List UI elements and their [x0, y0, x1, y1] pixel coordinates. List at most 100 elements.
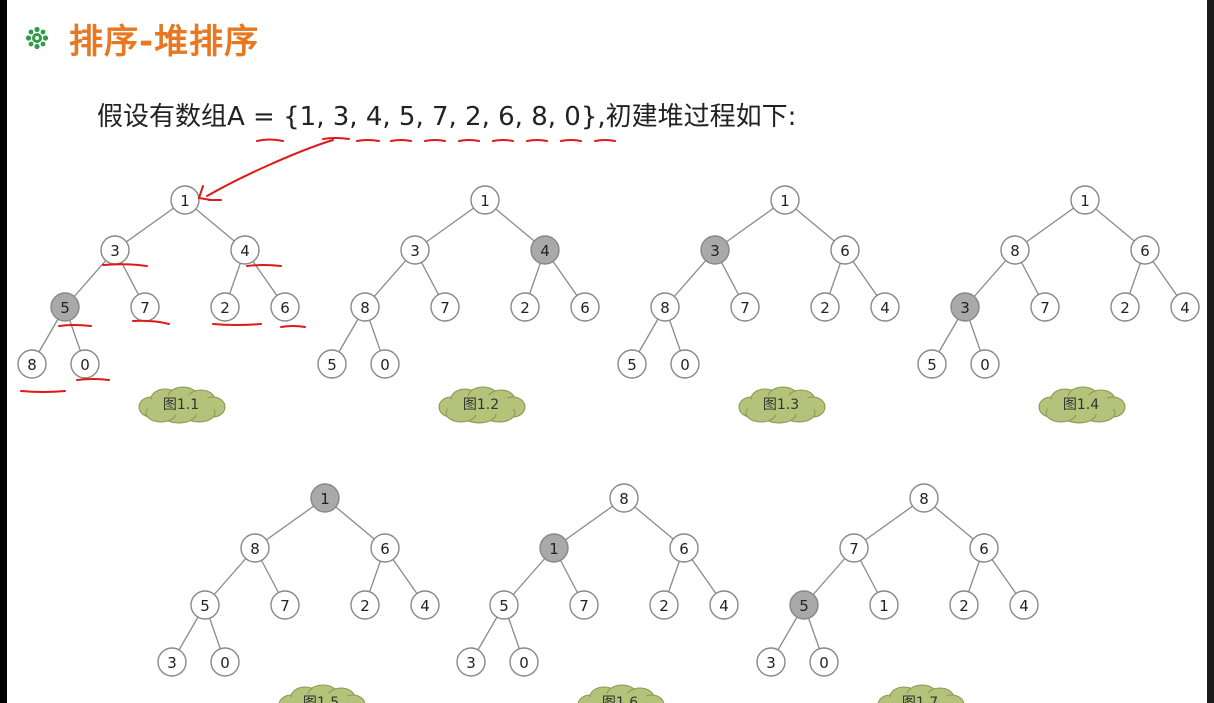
- node-value: 8: [619, 490, 629, 508]
- node-value: 7: [849, 540, 859, 558]
- heap-node: [400, 235, 430, 265]
- heap-node: [270, 292, 300, 322]
- array-element: 1: [299, 102, 317, 132]
- heap-node: [669, 533, 699, 563]
- annotation-stroke: [206, 139, 334, 197]
- caption-cloud: 图1.1: [138, 386, 226, 424]
- node-value: 1: [1080, 192, 1090, 210]
- caption-cloud: 图1.6: [577, 684, 665, 703]
- heap-node: [1000, 235, 1030, 265]
- figure-caption: 图1.4: [1063, 397, 1099, 413]
- node-value: 7: [140, 299, 150, 317]
- node-value: 0: [819, 654, 829, 672]
- description-suffix: },初建堆过程如下:: [580, 102, 797, 132]
- node-value: 3: [766, 654, 776, 672]
- node-value: 6: [380, 540, 390, 558]
- node-value: 1: [780, 192, 790, 210]
- heap-node: [157, 647, 187, 677]
- node-value: 3: [960, 299, 970, 317]
- heap-node: [570, 292, 600, 322]
- caption-cloud: 图1.3: [738, 386, 826, 424]
- heap-node-highlighted: [310, 483, 340, 513]
- node-value: 8: [660, 299, 670, 317]
- figure-caption: 图1.3: [763, 397, 799, 413]
- heap-node: [210, 292, 240, 322]
- node-value: 1: [320, 490, 330, 508]
- node-value: 7: [280, 597, 290, 615]
- heap-node: [430, 292, 460, 322]
- node-value: 2: [520, 299, 530, 317]
- node-value: 2: [1120, 299, 1130, 317]
- heap-node: [617, 349, 647, 379]
- heap-node: [730, 292, 760, 322]
- node-value: 8: [1010, 242, 1020, 260]
- heap-node: [756, 647, 786, 677]
- heap-node: [1130, 235, 1160, 265]
- heap-node: [670, 349, 700, 379]
- node-value: 3: [167, 654, 177, 672]
- array-element: 4: [365, 102, 383, 132]
- caption-cloud: 图1.5: [278, 684, 366, 703]
- heap-node: [17, 349, 47, 379]
- heap-node: [649, 590, 679, 620]
- node-value: 3: [466, 654, 476, 672]
- annotation-stroke: [356, 139, 380, 142]
- heap-node: [456, 647, 486, 677]
- node-value: 7: [740, 299, 750, 317]
- gear-flower-icon: [25, 26, 49, 50]
- node-value: 4: [1180, 299, 1190, 317]
- handwritten-annotations: [20, 137, 616, 393]
- heap-node: [1070, 185, 1100, 215]
- heap-node: [609, 483, 639, 513]
- annotation-stroke: [390, 139, 412, 142]
- slide-title: 排序-堆排序: [69, 22, 260, 62]
- annotation-stroke: [20, 390, 66, 393]
- node-value: 7: [440, 299, 450, 317]
- node-value: 4: [719, 597, 729, 615]
- heap-node: [230, 235, 260, 265]
- node-value: 5: [799, 597, 809, 615]
- heap-node: [350, 292, 380, 322]
- annotation-stroke: [197, 185, 212, 201]
- annotation-stroke: [212, 323, 262, 326]
- node-value: 0: [519, 654, 529, 672]
- node-value: 8: [250, 540, 260, 558]
- heap-node-highlighted: [789, 590, 819, 620]
- heap-node: [510, 292, 540, 322]
- node-value: 8: [360, 299, 370, 317]
- annotation-stroke: [280, 325, 306, 328]
- heap-node: [870, 292, 900, 322]
- heap-node: [830, 235, 860, 265]
- node-value: 6: [840, 242, 850, 260]
- heap-node: [839, 533, 869, 563]
- node-value: 1: [180, 192, 190, 210]
- node-value: 6: [1140, 242, 1150, 260]
- node-value: 3: [410, 242, 420, 260]
- node-value: 6: [580, 299, 590, 317]
- slide: 排序-堆排序 假设有数组A = {1, 3, 4, 5, 7, 2, 6, 8,…: [7, 0, 1208, 703]
- figure-caption: 图1.1: [163, 397, 199, 413]
- annotation-stroke: [594, 139, 616, 142]
- annotation-stroke: [458, 139, 480, 142]
- node-value: 1: [480, 192, 490, 210]
- node-value: 4: [420, 597, 430, 615]
- heap-node: [170, 185, 200, 215]
- caption-cloud: 图1.2: [438, 386, 526, 424]
- annotation-stroke: [132, 319, 170, 325]
- heap-node: [770, 185, 800, 215]
- array-element: 6: [498, 102, 515, 132]
- node-value: 3: [710, 242, 720, 260]
- heap-node-highlighted: [50, 292, 80, 322]
- scrollbar[interactable]: [1207, 0, 1214, 703]
- heap-node: [1110, 292, 1140, 322]
- node-value: 2: [820, 299, 830, 317]
- annotation-stroke: [102, 263, 148, 267]
- heap-node-highlighted: [539, 533, 569, 563]
- node-value: 4: [540, 242, 550, 260]
- array-element: 8: [531, 102, 548, 132]
- heap-node: [70, 349, 100, 379]
- heap-node: [1009, 590, 1039, 620]
- array-element: 0: [564, 102, 581, 132]
